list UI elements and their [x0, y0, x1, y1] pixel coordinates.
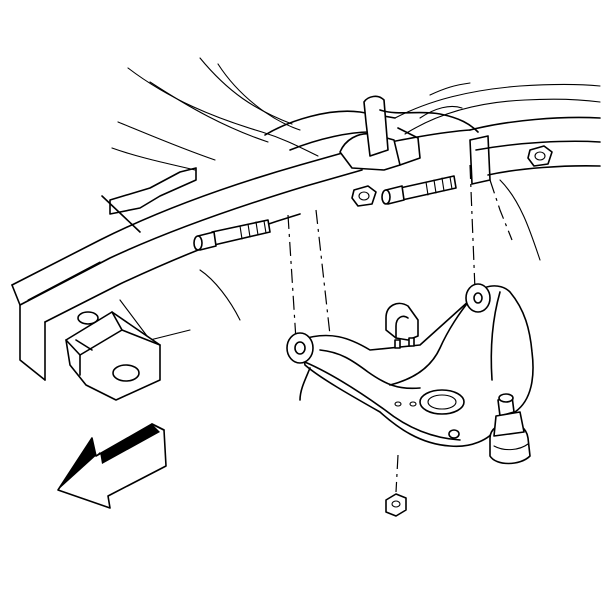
rear-pivot-bolt [381, 175, 457, 205]
front-mount-bracket [65, 311, 161, 401]
front-pivot-nut [527, 145, 553, 167]
control-arm-front-bushing [465, 283, 491, 313]
front-direction-arrow [57, 423, 167, 509]
upper-frame-structure [111, 57, 601, 171]
bumper-nut [385, 493, 407, 517]
ball-joint [489, 393, 531, 465]
bumper-stop [385, 302, 419, 407]
lower-control-arm [299, 285, 534, 448]
control-arm-rear-bushing [286, 332, 314, 364]
front-pivot-bolt [193, 219, 271, 251]
rear-pivot-nut [351, 185, 377, 207]
frame-crossmember [264, 95, 491, 185]
